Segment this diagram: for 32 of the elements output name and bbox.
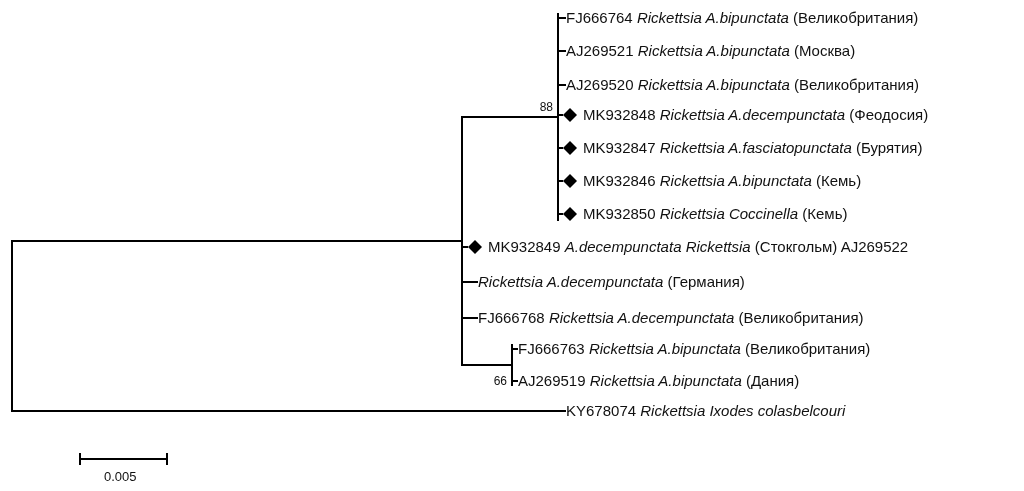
- branch-line: [558, 17, 567, 19]
- branch-line: [512, 348, 519, 350]
- branch-line: [12, 240, 462, 242]
- taxon-label: MK932846 Rickettsia A.bipunctata (Кемь): [583, 172, 862, 189]
- taxon-label: AJ269521 Rickettsia A.bipunctata (Москва): [566, 41, 856, 61]
- branch-line: [462, 116, 558, 118]
- taxon-label: FJ666768 Rickettsia A.decempunctata (Великобритания): [478, 308, 864, 328]
- taxon-label: KY678074 Rickettsia Ixodes colasbelcouri: [566, 401, 846, 421]
- scale-label: 0.005: [104, 470, 137, 484]
- branch-line: [462, 246, 469, 248]
- bootstrap-value: 66: [493, 374, 507, 388]
- taxon-label: FJ666764 Rickettsia A.bipunctata (Великобритания): [566, 8, 919, 28]
- taxon-label: MK932849 A.decempunctata Rickettsia (Стокгольм) AJ269522: [488, 238, 909, 255]
- branch-line: [12, 410, 567, 412]
- branch-line: [558, 147, 564, 149]
- taxon-label: Rickettsia A.decempunctata (Германия): [478, 272, 745, 292]
- taxon-label: AJ269519 Rickettsia A.bipunctata (Дания): [518, 371, 800, 391]
- branch-line: [558, 180, 564, 182]
- taxon-label: AJ269520 Rickettsia A.bipunctata (Великобритания): [566, 75, 920, 95]
- branch-line: [462, 281, 479, 283]
- branch-line: [558, 114, 564, 116]
- taxon-label: FJ666763 Rickettsia A.bipunctata (Великобритания): [518, 339, 871, 359]
- bootstrap-value: 88: [539, 100, 553, 114]
- taxon-label: MK932848 Rickettsia A.decempunctata (Феодосия): [583, 106, 929, 123]
- branch-line: [558, 84, 567, 86]
- branch-line: [462, 364, 512, 366]
- branch-line: [558, 50, 567, 52]
- branch-line: [558, 213, 564, 215]
- taxon-label: MK932850 Rickettsia Coccinella (Кемь): [583, 205, 848, 222]
- branch-line: [462, 317, 479, 319]
- taxon-label: MK932847 Rickettsia A.fasciatopunctata (Бурятия): [583, 139, 923, 156]
- branch-line: [512, 380, 519, 382]
